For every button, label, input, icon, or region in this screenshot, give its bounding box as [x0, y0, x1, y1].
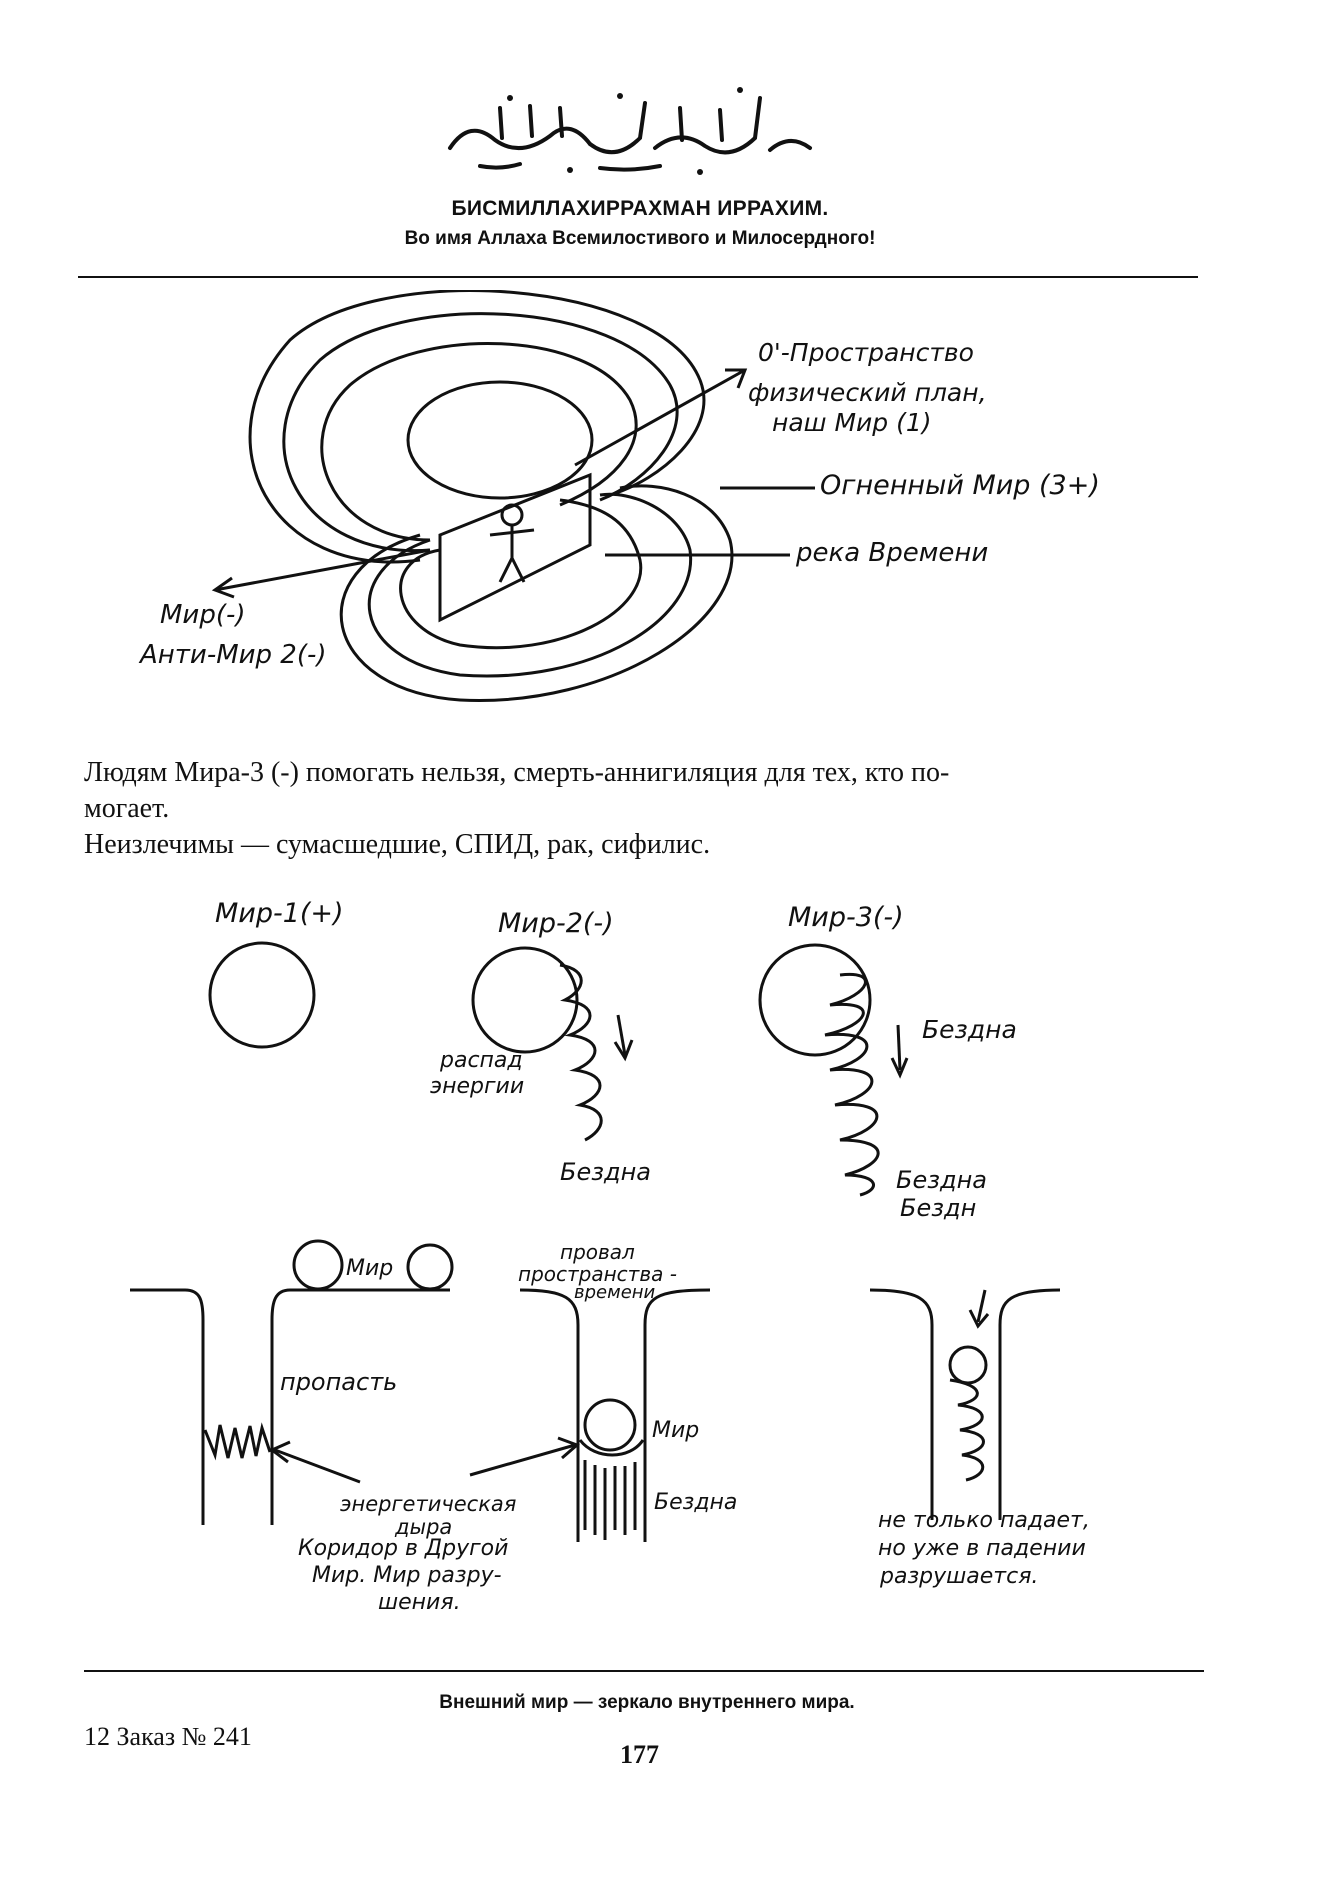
- corridor-label-3: шения.: [378, 1590, 461, 1615]
- label-zero-space: 0'-Пространство: [758, 338, 974, 367]
- footer-motto: Внешний мир — зеркало внутреннего мира.: [0, 1692, 1294, 1714]
- bismillah-calligraphy: [440, 78, 820, 178]
- chasm-label: пропасть: [280, 1368, 397, 1396]
- decay-label-2: энергии: [430, 1074, 524, 1099]
- label-physical-plan-0: физический план,: [748, 378, 987, 407]
- abyss-label-world2: Бездна: [560, 1158, 651, 1186]
- label-world-minus: Мир(-): [160, 600, 246, 630]
- energy-hole-label-1: энергетическая: [340, 1492, 516, 1516]
- header-rule: [78, 276, 1198, 278]
- world-2-label: Мир-2(-): [498, 908, 614, 939]
- corridor-label-1: Коридор в Другой: [298, 1536, 508, 1561]
- falls-label-3: разрушается.: [880, 1564, 1038, 1589]
- failure-label-1: провал: [560, 1240, 635, 1264]
- world-1-circle: [210, 943, 314, 1047]
- worlds-spirals-diagram: [0, 890, 1344, 1230]
- world-3-label: Мир-3(-): [788, 902, 904, 933]
- page-number: 177: [620, 1740, 659, 1770]
- corridor-label-2: Мир. Мир разру-: [312, 1563, 502, 1588]
- lower-loop-2: [369, 494, 690, 676]
- abyss-label-world3: Бездна: [922, 1015, 1017, 1044]
- axis-backward: [215, 550, 430, 590]
- header-title: БИСМИЛЛАХИРРАХМАН ИРРАХИМ.: [0, 197, 1280, 221]
- upper-loop-inner: [408, 382, 592, 498]
- world-2-spiral: [560, 965, 601, 1140]
- label-physical-plan-1: наш Мир (1): [772, 408, 932, 437]
- falls-label-1: не только падает,: [878, 1508, 1090, 1533]
- left-chasm: [130, 1290, 203, 1525]
- axis-forward: [575, 370, 745, 465]
- order-number: 12 Заказ № 241: [84, 1722, 252, 1752]
- right-chasm: [870, 1290, 932, 1520]
- failure-label-3: времени: [574, 1282, 655, 1303]
- world-2-circle: [473, 948, 577, 1052]
- world-in-pit-label: Мир: [652, 1418, 699, 1443]
- decay-label-1: распад: [440, 1048, 523, 1073]
- footer-rule: [84, 1670, 1204, 1672]
- header-subtitle: Во имя Аллаха Всемилостивого и Милосердн…: [0, 228, 1280, 250]
- body-line-2: могает.: [84, 791, 169, 827]
- abyss-of-abysses-label-1: Бездна: [896, 1166, 987, 1194]
- body-line-3: Неизлечимы — сумасшедшие, СПИД, рак, сиф…: [84, 827, 710, 863]
- label-time-river: река Времени: [796, 538, 988, 568]
- abyss-in-pit-label: Бездна: [654, 1490, 737, 1515]
- world-label-top: Мир: [346, 1256, 393, 1281]
- label-anti-world: Анти-Мир 2(-): [140, 640, 327, 670]
- upper-loop-3: [284, 314, 677, 551]
- world-1-label: Мир-1(+): [215, 898, 344, 929]
- abyss-of-abysses-label-2: Бездн: [900, 1194, 976, 1222]
- middle-chasm: [520, 1290, 578, 1542]
- body-line-1: Людям Мира-3 (-) помогать нельзя, смерть…: [84, 755, 949, 791]
- world-3-circle: [760, 945, 870, 1055]
- label-fire-world: Огненный Мир (3+): [820, 470, 1100, 501]
- falls-label-2: но уже в падении: [878, 1536, 1086, 1561]
